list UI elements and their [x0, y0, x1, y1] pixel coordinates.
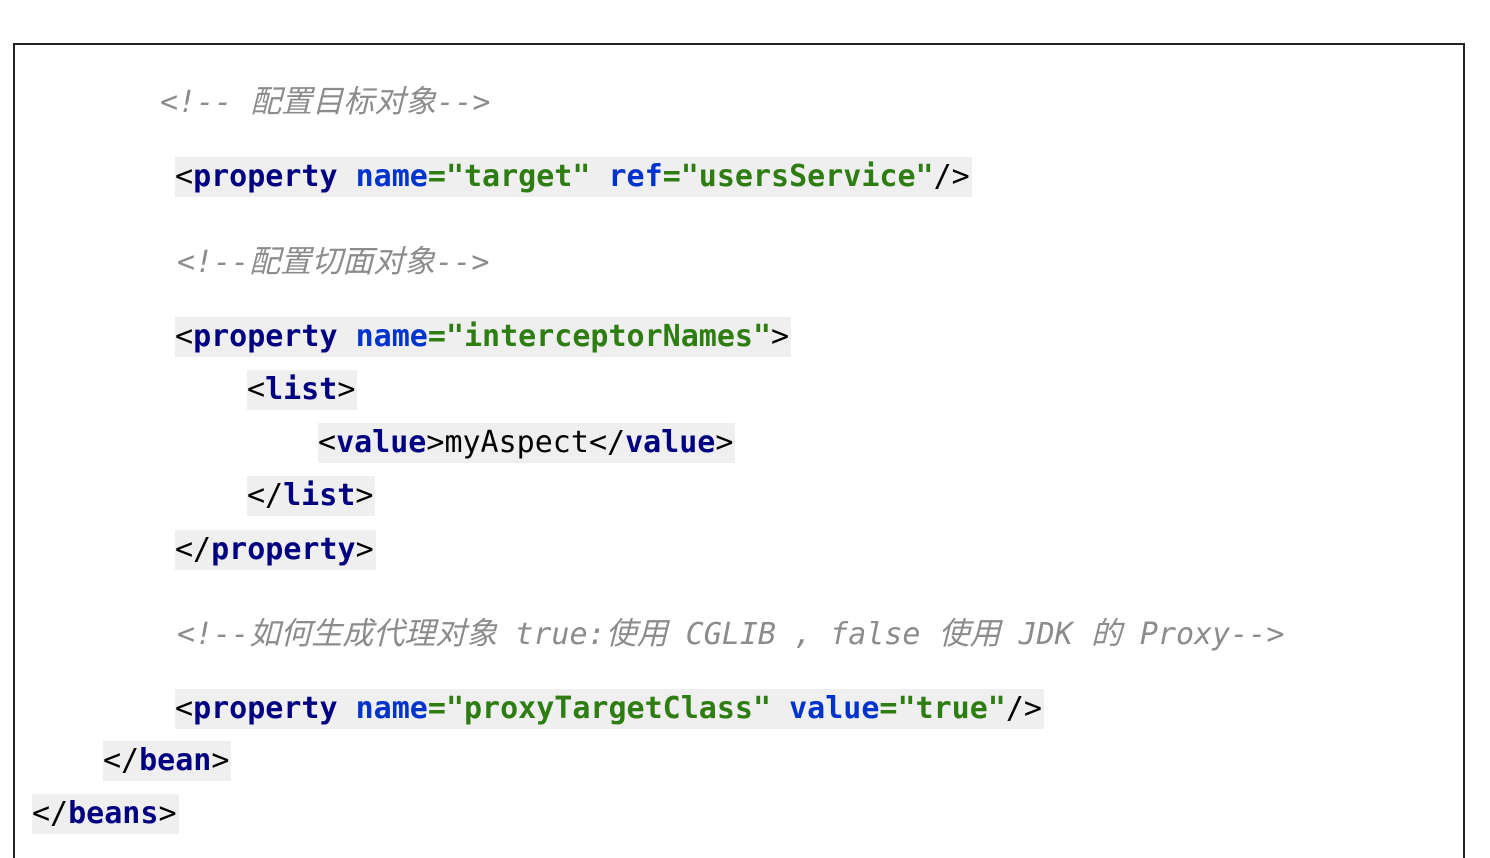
tag-open-bracket: <: [318, 425, 337, 460]
comment-open: <!--: [177, 617, 250, 652]
code-line-bean-close: </bean>: [103, 741, 232, 781]
comment-close: -->: [1230, 617, 1285, 652]
code-line-property-close: </property>: [175, 530, 376, 570]
attr-value: "usersService": [680, 159, 934, 194]
tag-name: property: [193, 691, 338, 726]
tag-close-bracket: >: [355, 478, 374, 513]
tag-name: property: [211, 532, 356, 567]
code-line-property-interceptor-names: <property name="interceptorNames">: [175, 317, 792, 357]
tag-name: bean: [139, 743, 212, 778]
comment-text: JDK: [1000, 617, 1091, 652]
code-line-beans-close: </beans>: [32, 794, 179, 834]
comment-text: 如何生成代理对象: [249, 616, 498, 652]
comment-text: 使用: [938, 616, 1001, 652]
comment-open: <!--: [177, 245, 250, 280]
tag-open-bracket: <: [247, 372, 266, 407]
tag-name: property: [193, 159, 338, 194]
attr-value: "target": [445, 159, 591, 194]
comment-open: <!--: [160, 85, 251, 120]
tag-close-bracket: >: [771, 319, 790, 354]
tag-close-bracket: />: [933, 159, 970, 194]
attr-value: "proxyTargetClass": [445, 691, 772, 726]
attr-equals: =: [879, 691, 898, 726]
attr-name: name: [355, 159, 428, 194]
comment-text: 的: [1090, 616, 1122, 652]
tag-name: beans: [68, 796, 159, 831]
element-text: myAspect: [444, 425, 589, 460]
code-line-property-proxy-target-class: <property name="proxyTargetClass" value=…: [175, 689, 1044, 729]
comment-proxy-mode: <!--如何生成代理对象 true:使用 CGLIB , false 使用 JD…: [177, 614, 1284, 654]
attr-value: "interceptorNames": [445, 319, 772, 354]
tag-close-bracket: >: [337, 372, 356, 407]
end-tag-open-bracket: </: [103, 743, 140, 778]
comment-text: 配置切面对象: [249, 244, 436, 280]
comment-text: CGLIB , false: [667, 617, 939, 652]
attr-equals: =: [662, 159, 681, 194]
tag-name: list: [265, 372, 338, 407]
comment-text: true:: [497, 617, 606, 652]
comment-target-object: <!-- 配置目标对象-->: [160, 82, 491, 122]
end-tag-name: value: [625, 425, 716, 460]
end-tag-open-bracket: </: [588, 425, 626, 460]
comment-aspect-object: <!--配置切面对象-->: [177, 242, 489, 282]
end-tag-open-bracket: </: [247, 478, 284, 513]
attr-name: name: [355, 691, 428, 726]
comment-text: 配置目标对象: [250, 84, 437, 120]
attr-equals: =: [427, 159, 446, 194]
attr-name: value: [789, 691, 880, 726]
code-line-property-target: <property name="target" ref="usersServic…: [175, 157, 972, 197]
code-line-list-close: </list>: [247, 476, 376, 516]
tag-name: property: [193, 319, 338, 354]
tag-open-bracket: <: [175, 691, 194, 726]
tag-close-bracket: >: [715, 425, 734, 460]
tag-open-bracket: <: [175, 319, 194, 354]
tag-close-bracket: >: [211, 743, 230, 778]
attr-equals: =: [427, 319, 446, 354]
tag-close-bracket: >: [158, 796, 177, 831]
end-tag-open-bracket: </: [32, 796, 69, 831]
end-tag-open-bracket: </: [175, 532, 212, 567]
comment-text: 使用: [605, 616, 668, 652]
tag-name: value: [336, 425, 427, 460]
code-line-value: <value>myAspect</value>: [318, 423, 736, 463]
tag-close-bracket: >: [426, 425, 445, 460]
attr-name: ref: [608, 159, 663, 194]
comment-text: Proxy: [1121, 617, 1231, 652]
tag-close-bracket: >: [355, 532, 374, 567]
comment-close: -->: [436, 85, 491, 120]
comment-close: -->: [435, 245, 490, 280]
attr-value: "true": [897, 691, 1006, 726]
code-line-list-open: <list>: [247, 370, 358, 410]
tag-open-bracket: <: [175, 159, 194, 194]
tag-close-bracket: />: [1005, 691, 1042, 726]
attr-equals: =: [427, 691, 446, 726]
attr-name: name: [355, 319, 428, 354]
tag-name: list: [283, 478, 356, 513]
